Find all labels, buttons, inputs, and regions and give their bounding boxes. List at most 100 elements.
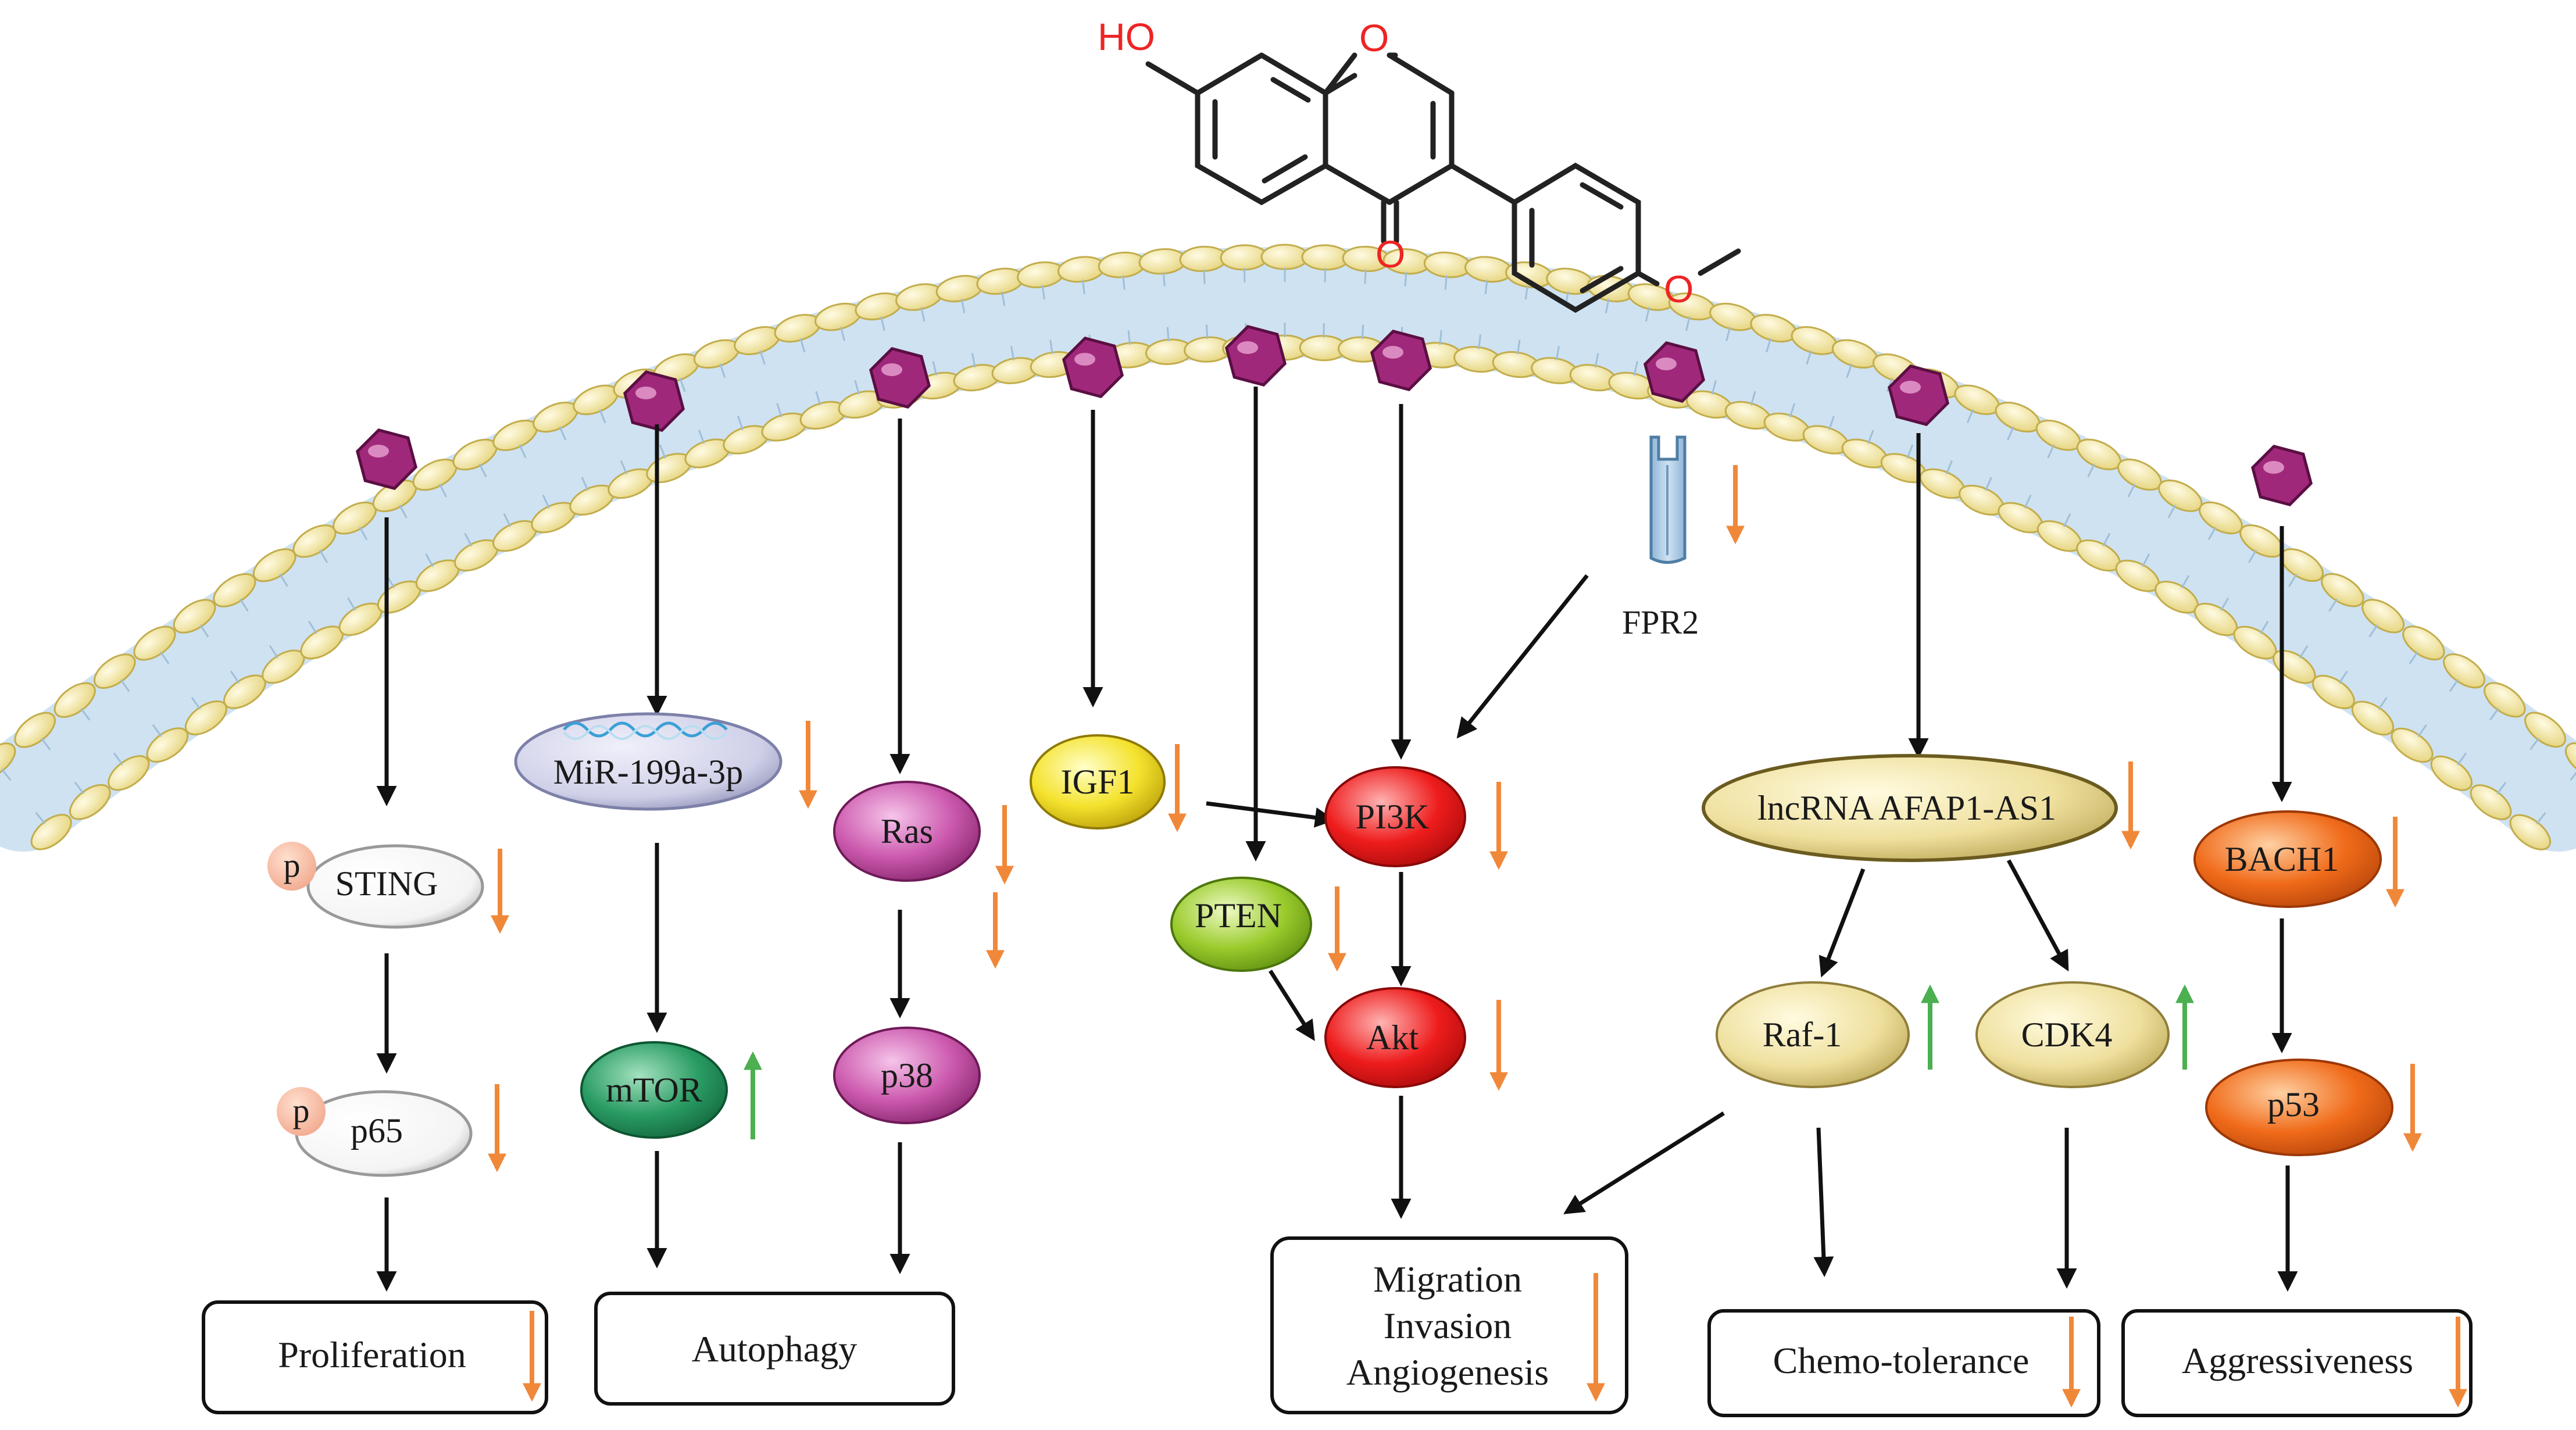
lipid-tail <box>279 573 288 587</box>
p38-label: p38 <box>881 1056 933 1095</box>
lipid-tail <box>1886 377 1893 392</box>
lipid-tail <box>1605 298 1610 313</box>
proliferation-box <box>202 1300 548 1414</box>
lipid-tail <box>1444 275 1448 290</box>
ligand-hexagon <box>1225 325 1287 387</box>
lipid-tail <box>120 679 130 692</box>
lipid-tail <box>74 781 85 795</box>
lipid-tail <box>698 430 705 444</box>
lipid-tail <box>581 477 589 491</box>
sting-node: p STING <box>267 842 484 929</box>
lipid-tail <box>776 403 783 417</box>
lipid-tail <box>1555 346 1560 361</box>
ho-label: HO <box>1098 15 1155 58</box>
ligand-highlight <box>1656 358 1677 370</box>
ligand-hexagon <box>356 428 417 490</box>
lipid-tail <box>519 444 527 459</box>
lipid-tail <box>1203 269 1206 284</box>
proliferation-label: Proliferation <box>278 1334 466 1375</box>
chemo-tolerance-label: Chemo-tolerance <box>1773 1340 2030 1381</box>
raf1-label: Raf-1 <box>1763 1016 1842 1054</box>
bach1-label: BACH1 <box>2225 840 2339 878</box>
lipid-tail <box>1162 271 1166 287</box>
p53-label: p53 <box>2267 1085 2320 1124</box>
keto-oxygen-label: O <box>1375 233 1405 276</box>
migration-box <box>1270 1236 1628 1414</box>
lipid-tail <box>542 494 550 509</box>
lipid-tail <box>2489 707 2500 721</box>
lipid-tail <box>1041 285 1045 300</box>
ligand-hexagon <box>1888 364 1949 426</box>
lncrna-label: lncRNA AFAP1-AS1 <box>1757 789 2056 827</box>
lipid-tail <box>2378 696 2388 710</box>
cdk4-label: CDK4 <box>2021 1016 2113 1054</box>
lipid-tail <box>1633 361 1638 376</box>
p65-node: p p65 <box>277 1087 473 1177</box>
lncrna-afap1-as1-node: lncRNA AFAP1-AS1 <box>1702 754 2118 862</box>
aggressiveness-label: Aggressiveness <box>2182 1340 2413 1381</box>
lipid-tail <box>1725 327 1731 341</box>
lipid-tail <box>1789 403 1796 417</box>
lipid-tail <box>1828 416 1835 430</box>
lipid-tail <box>1081 280 1085 295</box>
ring-oxygen-label: O <box>1359 16 1389 59</box>
igf1-node: IGF1 <box>1030 734 1166 830</box>
lipid-tail <box>159 651 170 664</box>
lipid-tail <box>2417 724 2427 738</box>
lipid-tail <box>2409 651 2419 664</box>
lipid-tail <box>1404 271 1407 287</box>
ligand-hexagon <box>1644 341 1705 403</box>
lipid-tail <box>2063 513 2071 527</box>
mir-label: MiR-199a-3p <box>553 753 744 791</box>
ligand-highlight <box>1237 341 1258 354</box>
lipid-tail <box>759 350 766 365</box>
pathway-arrows <box>376 387 2298 1292</box>
lipid-tail <box>230 670 240 684</box>
lipid-tail <box>2457 752 2467 766</box>
lipid-tail <box>719 363 726 378</box>
lipid-tail <box>2570 771 2576 781</box>
lipid-tail <box>1364 269 1367 284</box>
lipid-tail <box>1867 430 1874 444</box>
migration-label: Migration <box>1373 1259 1522 1300</box>
lipid-tail <box>2259 621 2269 634</box>
lipid-tail <box>2496 781 2507 795</box>
ligand-highlight <box>635 387 656 399</box>
methoxy-oxygen-label: O <box>1664 267 1693 310</box>
lipid-tail <box>152 724 162 737</box>
p38-node: p38 <box>833 1027 981 1124</box>
mtor-node: mTOR <box>580 1041 728 1139</box>
lipid-tail <box>2449 679 2459 692</box>
outcome-boxes <box>202 1236 2473 1417</box>
pi3k-label: PI3K <box>1356 798 1430 836</box>
lipid-tail <box>2102 532 2111 547</box>
bach1-node: BACH1 <box>2193 810 2382 908</box>
fpr2-receptor <box>1649 435 1687 564</box>
lipid-tail <box>2368 624 2378 638</box>
lipid-tail <box>2328 598 2338 612</box>
autophagy-box <box>594 1292 955 1406</box>
lipid-tail <box>2167 505 2177 519</box>
lipid-tail <box>620 460 628 474</box>
lipid-tail <box>2288 573 2298 587</box>
ligand-hexagon <box>869 347 931 409</box>
lipid-tail <box>191 696 201 710</box>
lipid-tail <box>659 444 666 459</box>
lipid-tail <box>478 463 487 478</box>
lipid-tail <box>920 307 926 322</box>
lipid-tail <box>1906 444 1914 459</box>
lipid-tail <box>2007 426 2014 441</box>
lipid-tail <box>1945 460 1953 474</box>
lipid-tail <box>2220 597 2230 611</box>
lipid-tail <box>347 597 356 611</box>
lipid-tail <box>1001 291 1006 306</box>
lipid-tail <box>1766 338 1772 353</box>
ligand-hexagon <box>1062 337 1124 398</box>
chemo-tolerance-box <box>1707 1309 2100 1417</box>
lipid-tail <box>599 409 606 424</box>
sting-phospho-label: p <box>284 846 301 884</box>
lipid-tail <box>1439 330 1442 345</box>
lipid-tail <box>1127 330 1131 345</box>
fpr2-label: FPR2 <box>1622 603 1699 641</box>
akt-node: Akt <box>1324 987 1466 1088</box>
